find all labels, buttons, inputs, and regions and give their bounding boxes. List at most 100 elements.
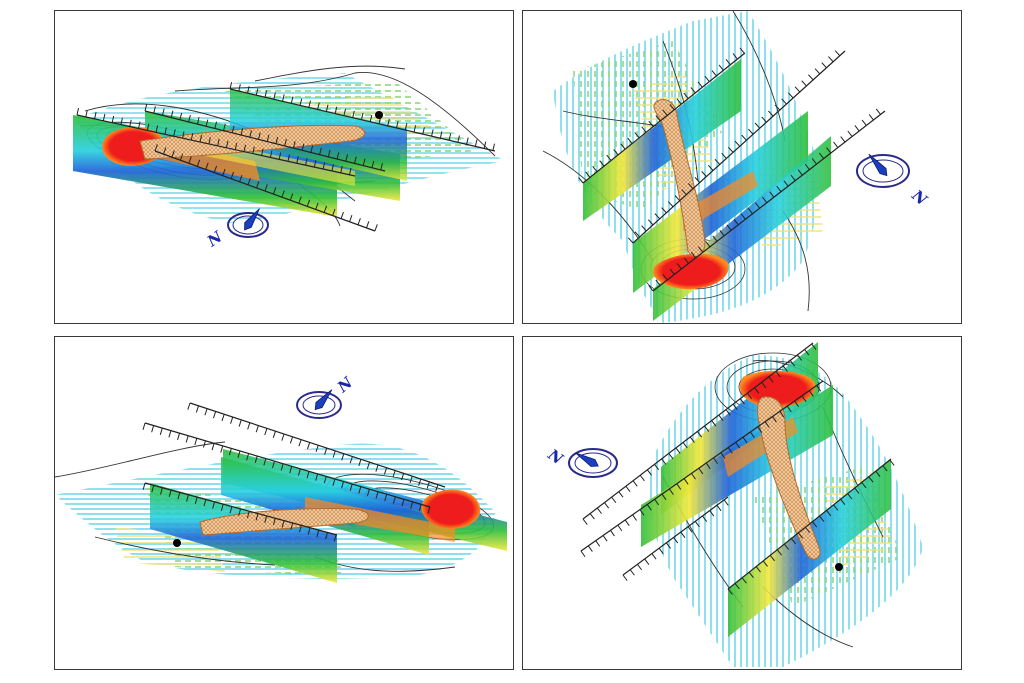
survey-tick: [691, 473, 696, 480]
survey-tick: [492, 143, 495, 151]
survey-tick: [585, 171, 591, 178]
survey-tick: [682, 442, 688, 449]
survey-tick: [272, 187, 277, 195]
survey-tick: [160, 487, 163, 495]
survey-tick: [727, 588, 733, 595]
survey-tick: [374, 224, 378, 232]
geophysical-model-top-left: N: [73, 65, 505, 251]
survey-tick: [676, 98, 682, 105]
north-label: N: [203, 227, 226, 251]
survey-tick: [683, 478, 689, 485]
survey-tick: [138, 121, 141, 129]
survey-tick: [725, 409, 731, 416]
survey-tick: [673, 537, 679, 544]
survey-tick: [675, 447, 681, 454]
survey-tick: [641, 126, 647, 133]
survey-tick: [768, 110, 774, 117]
survey-tick: [234, 142, 238, 150]
survey-tick: [142, 422, 146, 430]
survey-tick: [775, 371, 781, 378]
survey-tick: [794, 86, 801, 93]
survey-tick: [151, 425, 155, 433]
survey-tick: [410, 501, 414, 509]
survey-lines: [582, 50, 886, 292]
survey-tick: [194, 496, 198, 505]
survey-tick: [332, 450, 336, 458]
survey-tick: [179, 153, 184, 161]
survey-ticks: [142, 402, 439, 542]
survey-tick: [696, 431, 703, 438]
survey-tick: [676, 483, 682, 490]
survey-tick: [298, 439, 302, 447]
survey-tick: [296, 156, 299, 164]
survey-tick: [639, 509, 645, 516]
survey-tick: [170, 110, 174, 118]
survey-tick: [804, 163, 810, 170]
survey-tick: [782, 365, 788, 372]
survey-tick: [622, 574, 628, 581]
survey-tick: [637, 563, 643, 571]
survey-tick: [646, 469, 652, 476]
survey-tick: [220, 504, 224, 512]
geophysical-model-top-right: N: [542, 11, 931, 323]
survey-tick: [624, 519, 630, 526]
survey-tick: [299, 525, 302, 533]
survey-tick: [290, 522, 294, 530]
survey-tick: [786, 405, 792, 413]
survey-tick: [789, 360, 795, 367]
survey-tick: [681, 189, 687, 196]
survey-tick: [281, 190, 285, 198]
survey-tick: [246, 511, 250, 519]
survey-tick: [814, 68, 821, 75]
survey-tick: [661, 493, 667, 501]
survey-tick: [426, 481, 430, 489]
survey-tick: [861, 482, 867, 489]
survey-tick: [188, 156, 192, 164]
survey-tick: [694, 521, 700, 528]
panel-bottom-right: N: [522, 336, 962, 670]
survey-tick: [255, 425, 259, 433]
borehole-marker: [629, 80, 637, 88]
survey-tick: [812, 521, 818, 528]
survey-tick: [632, 514, 637, 521]
survey-tick: [790, 538, 797, 545]
survey-tick: [604, 502, 610, 509]
survey-tick: [816, 385, 822, 392]
survey-tick: [404, 123, 408, 131]
survey-tick: [323, 476, 327, 484]
survey-tick: [254, 455, 258, 463]
survey-tick: [821, 62, 827, 69]
survey-tick: [483, 141, 487, 149]
survey-tick: [264, 90, 268, 98]
survey-tick: [783, 180, 789, 187]
survey-tick: [239, 175, 243, 182]
survey-tick: [317, 102, 320, 110]
survey-tick: [247, 86, 250, 94]
borehole-marker: [835, 563, 843, 571]
survey-tick: [292, 141, 296, 149]
survey-tick: [805, 526, 811, 534]
survey-tick: [716, 504, 722, 512]
survey-tick: [781, 98, 787, 105]
survey-tick: [769, 555, 775, 562]
survey-tick: [264, 428, 268, 436]
survey-tick: [144, 104, 148, 112]
survey-tick: [719, 229, 725, 237]
survey-tick: [711, 70, 717, 77]
survey-tick: [754, 387, 760, 394]
survey-tick: [345, 154, 349, 162]
survey-tick: [669, 268, 675, 275]
survey-line: [76, 114, 356, 177]
survey-tick: [357, 218, 361, 225]
survey-tick: [168, 489, 172, 497]
survey-tick: [772, 416, 777, 423]
survey-tick: [808, 74, 814, 81]
survey-tick: [332, 478, 336, 486]
survey-tick: [177, 433, 181, 441]
survey-tick: [739, 47, 745, 54]
survey-tick: [595, 540, 601, 547]
survey-tick: [732, 403, 738, 411]
survey-tick: [203, 499, 207, 507]
survey-tick: [882, 465, 888, 472]
survey-tick: [161, 108, 165, 116]
